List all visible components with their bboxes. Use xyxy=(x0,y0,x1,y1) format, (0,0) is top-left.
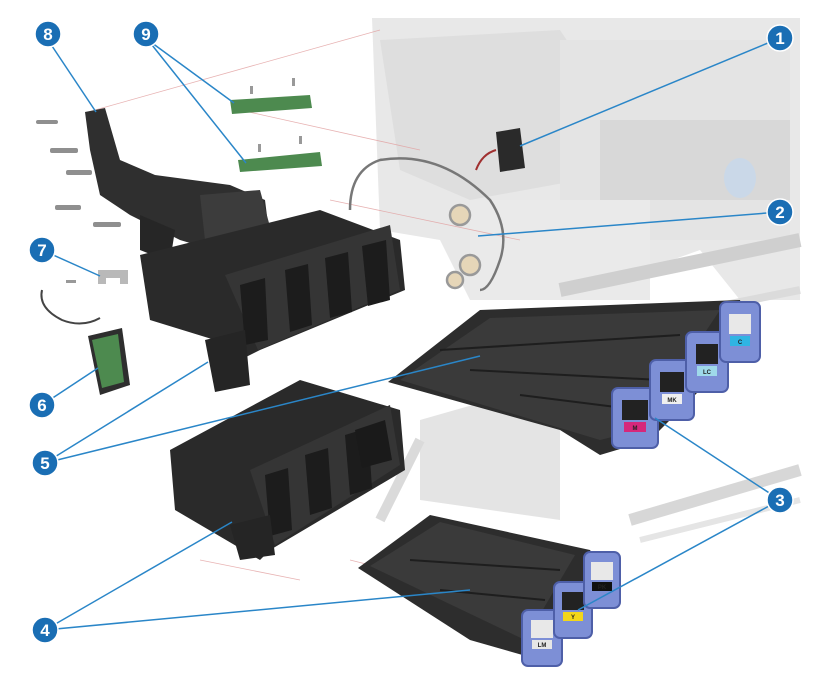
clip-icon xyxy=(66,270,128,284)
callout-number: 6 xyxy=(37,396,46,415)
ink-label: LM xyxy=(538,643,547,649)
callout-number: 5 xyxy=(40,454,49,473)
callout-1: 1 xyxy=(766,24,794,52)
callout-4: 4 xyxy=(31,616,59,644)
ink-label: MK xyxy=(667,398,677,404)
callout-number: 9 xyxy=(141,25,150,44)
callout-number: 4 xyxy=(40,621,50,640)
sensor-module xyxy=(475,128,525,172)
callout-7: 7 xyxy=(28,236,56,264)
ink-label: M xyxy=(633,426,638,432)
ink-cartridge-heads-upper: M MK LC C xyxy=(611,301,761,449)
ink-label: Y xyxy=(571,615,575,621)
screw-icon xyxy=(36,120,121,227)
ink-label: PK xyxy=(598,585,607,591)
callout-number: 7 xyxy=(37,241,46,260)
callout-3: 3 xyxy=(766,486,794,514)
ink-label: LC xyxy=(703,370,712,376)
ink-label: C xyxy=(738,340,743,346)
callout-number: 2 xyxy=(775,203,784,222)
sensor-board-module xyxy=(40,289,130,395)
callout-5: 5 xyxy=(31,449,59,477)
ink-cartridge-heads-lower: LM Y PK xyxy=(521,551,621,667)
callout-8: 8 xyxy=(34,20,62,48)
callout-number: 3 xyxy=(775,491,784,510)
drawer-carriage-assembly xyxy=(140,210,405,392)
callout-number: 1 xyxy=(775,29,784,48)
leader-lines xyxy=(41,37,781,631)
callout-2: 2 xyxy=(766,198,794,226)
pcb-board xyxy=(230,78,322,172)
callout-number: 8 xyxy=(43,25,52,44)
printer-background xyxy=(372,18,802,543)
callout-9: 9 xyxy=(132,20,160,48)
tubing-assembly xyxy=(348,157,505,292)
callout-6: 6 xyxy=(28,391,56,419)
drawer-carriage-assembly xyxy=(170,380,405,560)
